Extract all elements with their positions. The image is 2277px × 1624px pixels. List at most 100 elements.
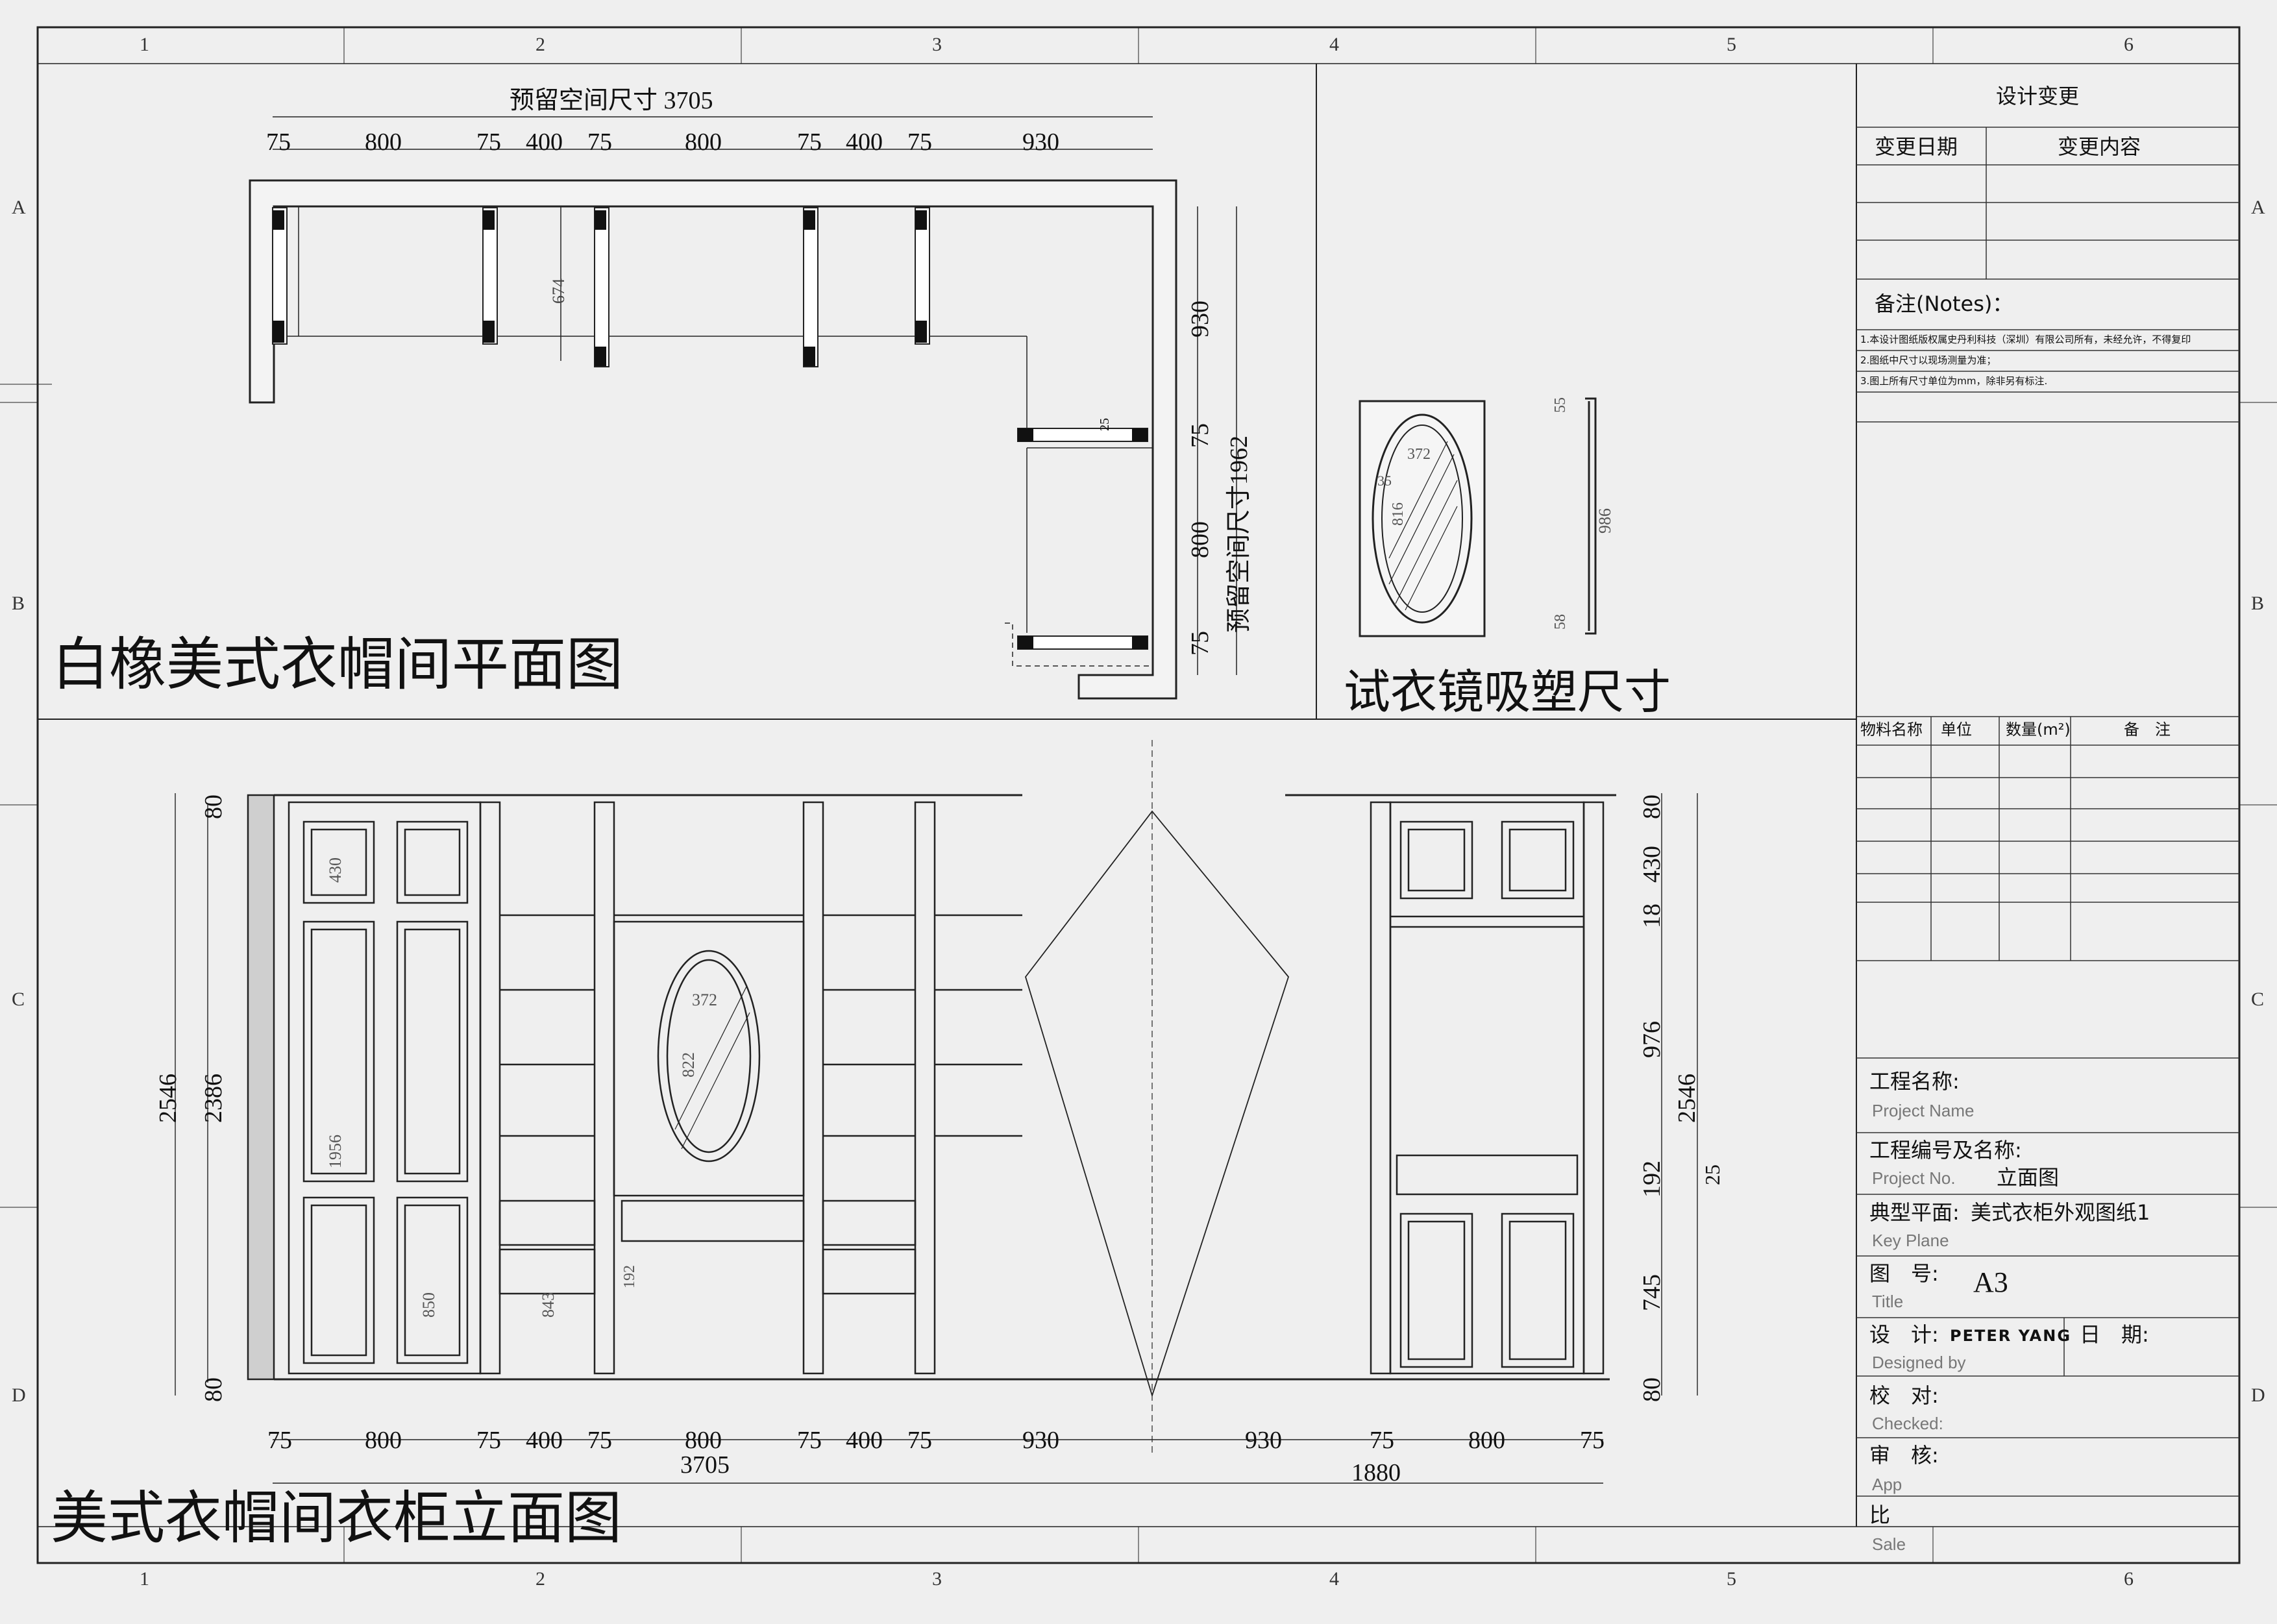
- plan-dim-1: 75: [266, 129, 291, 156]
- elev-right-dim-80-bottom: 80: [1638, 1377, 1666, 1402]
- tb-designer-label: 设 计:: [1869, 1322, 1939, 1347]
- elev-right-dim-976: 976: [1638, 1021, 1666, 1058]
- elev-bottom-dim-10: 930: [1022, 1427, 1059, 1454]
- elev-left-dim-2386: 2386: [200, 1074, 227, 1123]
- elev-bottom-dim-4: 400: [526, 1427, 563, 1454]
- elev-lower-door-dim: 850: [419, 1292, 438, 1318]
- tb-designer-sub: Designed by: [1872, 1353, 1966, 1372]
- tb-notes-label: 备注(Notes)：: [1875, 291, 2013, 316]
- plan-inner-dim: 674: [549, 278, 568, 304]
- tb-checked-sub: Checked:: [1872, 1414, 1943, 1433]
- grid-col-1-bottom: 1: [140, 1568, 149, 1590]
- mirror-profile-top: 55: [1552, 397, 1569, 413]
- grid-row-b-right: B: [2251, 593, 2265, 614]
- plan-right-dim-1: 930: [1187, 301, 1214, 338]
- tb-change-content: 变更内容: [2058, 134, 2141, 159]
- grid-row-a-right: A: [2251, 197, 2265, 218]
- grid-col-2: 2: [535, 34, 545, 55]
- plan-right-dim-3: 800: [1187, 521, 1214, 558]
- elev-bottom-dim-12: 75: [1370, 1427, 1394, 1454]
- plan-dim-9: 75: [907, 129, 932, 156]
- plan-right-dim-4: 75: [1187, 631, 1214, 656]
- plan-dim-4: 400: [526, 129, 563, 156]
- elev-right-dim-18: 18: [1638, 904, 1666, 928]
- elevation-title: 美式衣帽间衣柜立面图: [51, 1484, 622, 1551]
- plan-overall-height: 预留空间尺寸1962: [1225, 435, 1253, 633]
- elev-bottom-dim-14: 75: [1580, 1427, 1605, 1454]
- elev-bottom-dim-3: 75: [476, 1427, 501, 1454]
- elev-tall-door-dim: 1956: [326, 1135, 345, 1168]
- tb-project-no-label: 工程编号及名称:: [1869, 1138, 2022, 1163]
- tb-checked-label: 校 对:: [1869, 1383, 1939, 1408]
- elev-bottom-dim-11: 930: [1245, 1427, 1282, 1454]
- plan-overall-width: 预留空间尺寸 3705: [510, 87, 713, 114]
- plan-dim-10: 930: [1022, 129, 1059, 156]
- grid-col-4-bottom: 4: [1329, 1568, 1339, 1590]
- grid-col-5-bottom: 5: [1727, 1568, 1736, 1590]
- elev-right-dim-192: 192: [1638, 1161, 1666, 1198]
- grid-col-3-bottom: 3: [932, 1568, 942, 1590]
- tb-designer-value: PETER YANG: [1950, 1327, 2072, 1345]
- elev-total-left: 3705: [680, 1451, 730, 1479]
- elev-bottom-dim-9: 75: [907, 1427, 932, 1454]
- mirror-profile-height: 986: [1595, 508, 1614, 534]
- elev-total-right: 1880: [1351, 1459, 1401, 1486]
- elev-right-small: 25: [1701, 1164, 1724, 1185]
- elev-bottom-dim-5: 75: [587, 1427, 612, 1454]
- plan-dim-5: 75: [587, 129, 612, 156]
- elev-drawer-height: 192: [621, 1265, 638, 1288]
- tb-project-name-label: 工程名称:: [1869, 1069, 1960, 1094]
- tb-key-plane-value: 美式衣柜外观图纸1: [1971, 1200, 2150, 1225]
- elev-bottom-dim-1: 75: [267, 1427, 292, 1454]
- elevation-view: [175, 740, 1698, 1484]
- grid-row-c: C: [12, 989, 25, 1010]
- tb-material-unit: 单位: [1941, 720, 1972, 739]
- grid-col-5: 5: [1727, 34, 1736, 55]
- tb-material-note: 备 注: [2124, 720, 2171, 739]
- tb-note-3: 3.图上所有尺寸单位为mm，除非另有标注.: [1860, 375, 2048, 387]
- grid-col-2-bottom: 2: [535, 1568, 545, 1590]
- elev-bottom-dim-7: 75: [797, 1427, 822, 1454]
- plan-dim-3: 75: [476, 129, 501, 156]
- elev-bottom-dim-2: 800: [365, 1427, 402, 1454]
- mirror-side: 35: [1377, 473, 1392, 489]
- grid-row-b: B: [12, 593, 25, 614]
- elev-right-total: 2546: [1673, 1074, 1701, 1123]
- grid-row-d: D: [12, 1384, 26, 1406]
- elev-left-dim-80-bottom: 80: [200, 1377, 227, 1402]
- elev-bottom-dim-8: 400: [846, 1427, 883, 1454]
- tb-note-2: 2.图纸中尺寸以现场测量为准；: [1860, 354, 1997, 366]
- tb-title-label: 图 号:: [1869, 1261, 1939, 1286]
- tb-scale-label: 比: [1869, 1503, 1891, 1527]
- tb-project-name-sub: Project Name: [1872, 1101, 1975, 1120]
- plan-dim-2: 800: [365, 129, 402, 156]
- tb-material-qty: 数量(m²): [2006, 720, 2071, 739]
- mirror-height: 816: [1390, 502, 1407, 526]
- tb-approve-sub: App: [1872, 1475, 1902, 1494]
- elev-right-dim-745: 745: [1638, 1274, 1666, 1311]
- plan-small-dim: 25: [1098, 418, 1112, 431]
- grid-col-3: 3: [932, 34, 942, 55]
- elev-mirror-width: 372: [692, 990, 717, 1009]
- tb-change-date: 变更日期: [1875, 134, 1958, 159]
- elev-drawer-dim: 843: [539, 1292, 558, 1318]
- tb-title-sub: Title: [1872, 1292, 1904, 1311]
- mirror-title: 试衣镜吸塑尺寸: [1344, 665, 1671, 719]
- elev-mirror-height: 822: [679, 1052, 698, 1077]
- plan-right-dim-2: 75: [1187, 423, 1214, 448]
- grid-row-c-right: C: [2251, 989, 2265, 1010]
- elev-bottom-dim-13: 800: [1468, 1427, 1505, 1454]
- plan-dim-7: 75: [797, 129, 822, 156]
- tb-date-label: 日 期:: [2080, 1322, 2149, 1347]
- tb-material-name: 物料名称: [1860, 720, 1923, 739]
- plan-view: [249, 116, 1237, 700]
- plan-dim-6: 800: [685, 129, 722, 156]
- plan-dim-8: 400: [846, 129, 883, 156]
- elev-left-dim-2546: 2546: [154, 1074, 182, 1123]
- tb-key-plane-label: 典型平面:: [1869, 1200, 1960, 1225]
- tb-approve-label: 审 核:: [1869, 1443, 1939, 1468]
- tb-title-value: A3: [1973, 1266, 2008, 1298]
- grid-row-d-right: D: [2251, 1384, 2265, 1406]
- mirror-detail: [1359, 397, 1597, 637]
- tb-key-plane-sub: Key Plane: [1872, 1231, 1949, 1250]
